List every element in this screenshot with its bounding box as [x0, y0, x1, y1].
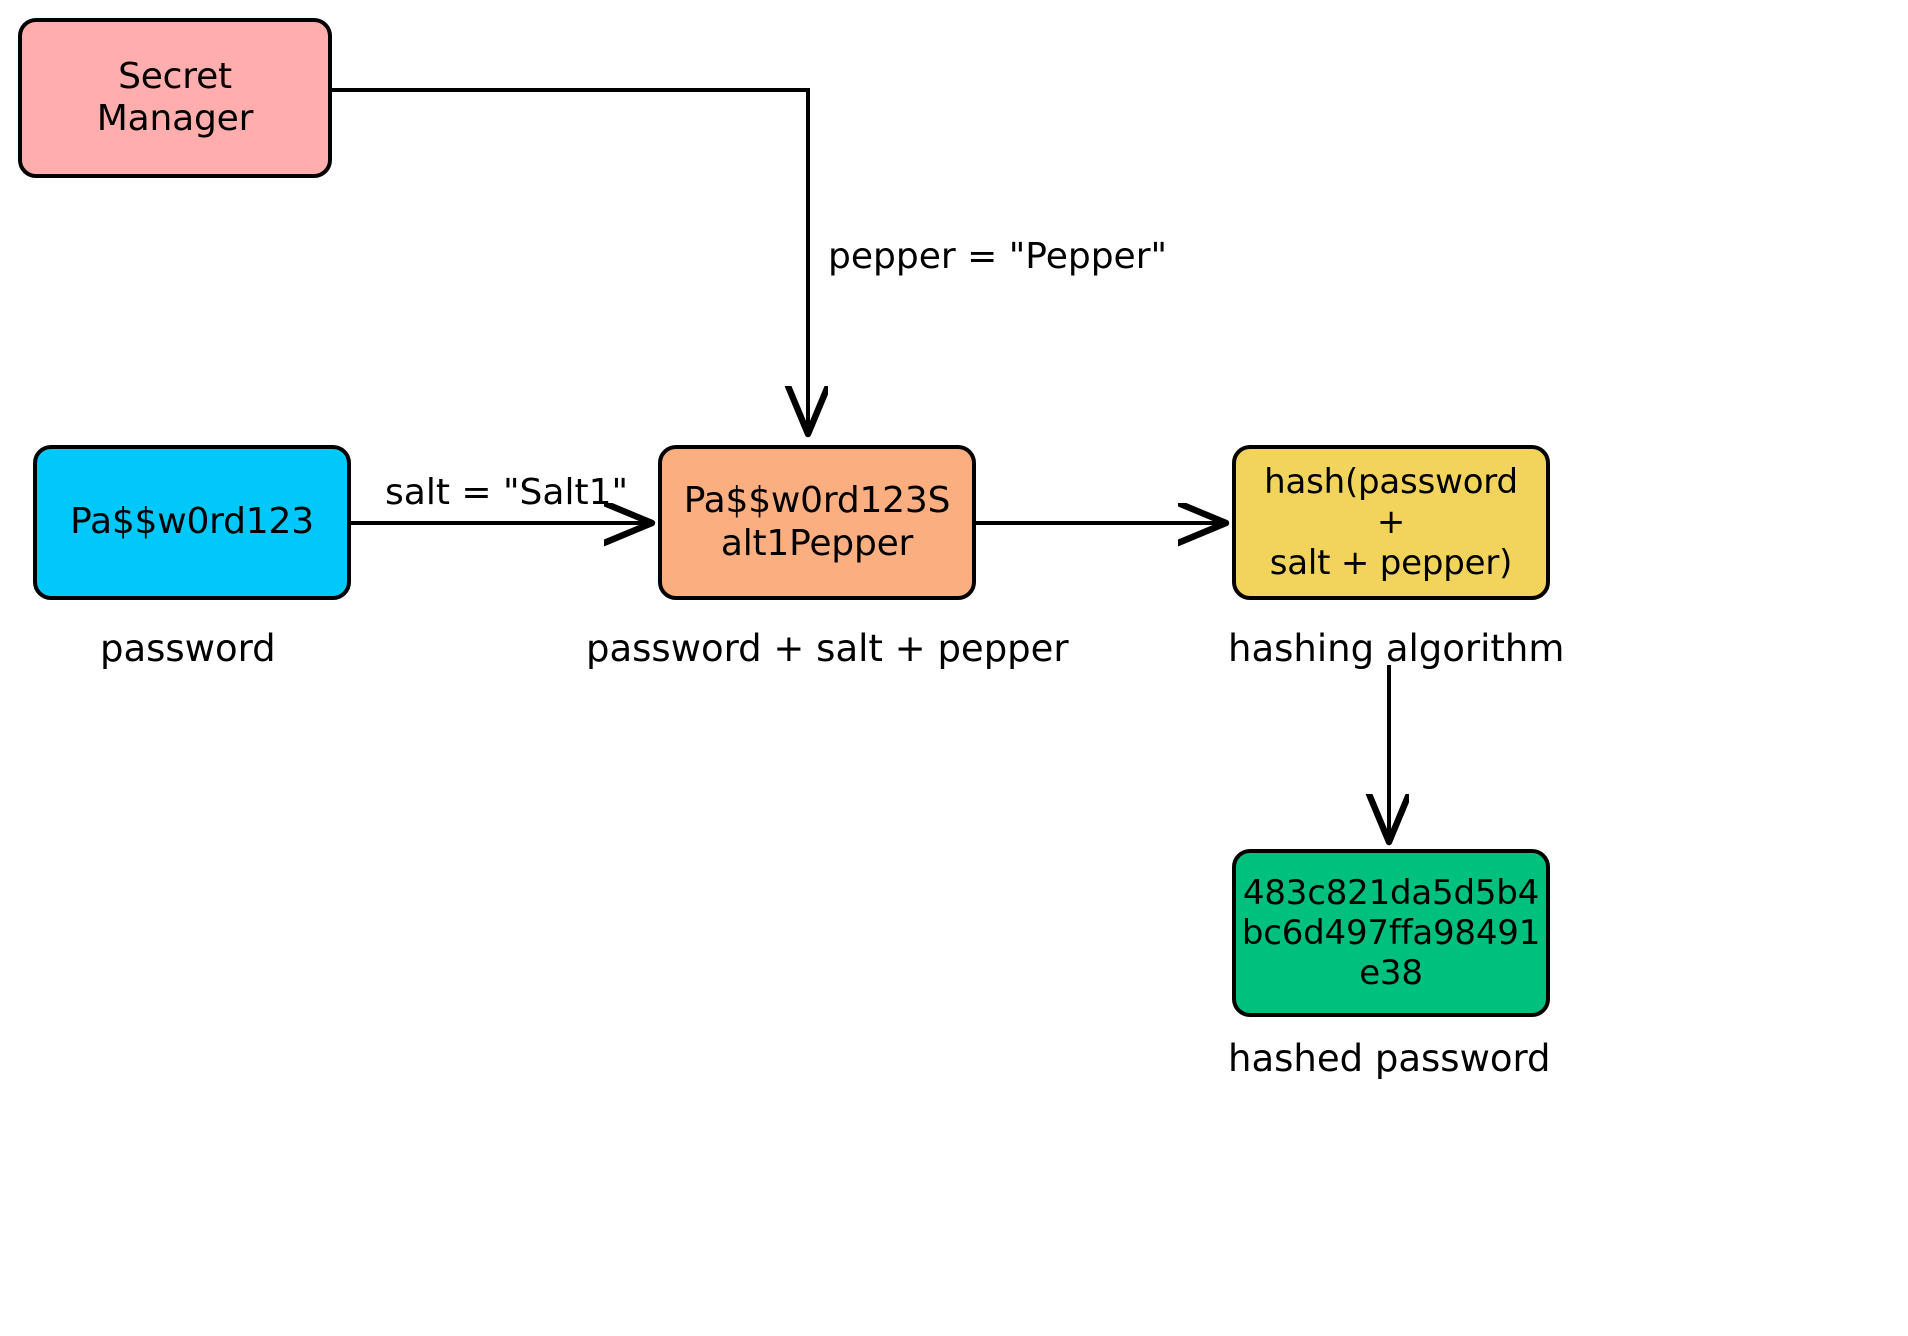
- caption-password: password: [100, 627, 276, 670]
- node-password-salt-pepper[interactable]: Pa$$w0rd123S alt1Pepper: [658, 445, 976, 600]
- node-password[interactable]: Pa$$w0rd123: [33, 445, 351, 600]
- caption-hashing-algorithm: hashing algorithm: [1228, 627, 1565, 670]
- edge-secret-manager-to-combined: [332, 88, 808, 430]
- edge-label-salt: salt = "Salt1": [385, 472, 629, 513]
- caption-hashed-password: hashed password: [1228, 1037, 1551, 1080]
- node-hashing-algorithm[interactable]: hash(password + salt + pepper): [1232, 445, 1550, 600]
- edge-label-pepper: pepper = "Pepper": [828, 236, 1168, 277]
- node-hashed-password[interactable]: 483c821da5d5b4 bc6d497ffa98491 e38: [1232, 849, 1550, 1017]
- node-secret-manager[interactable]: Secret Manager: [18, 18, 332, 178]
- caption-password-salt-pepper: password + salt + pepper: [586, 627, 1069, 670]
